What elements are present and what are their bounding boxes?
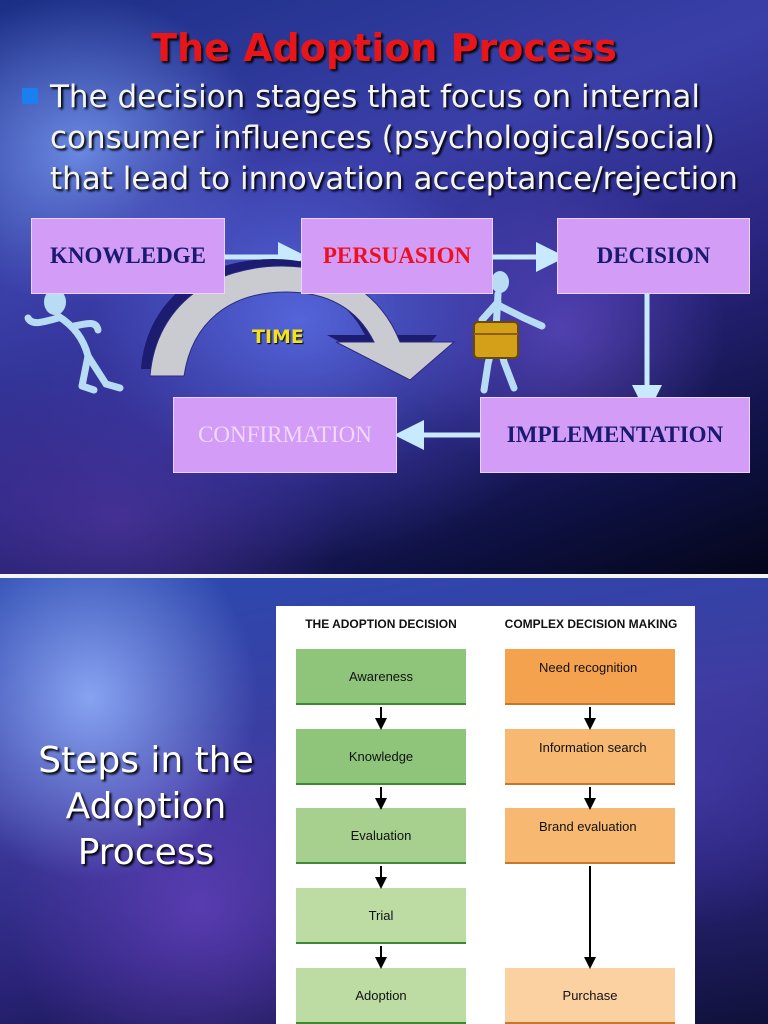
step-brand-evaluation: Brand evaluation	[505, 808, 675, 864]
slide-divider	[0, 574, 768, 578]
thinking-person-icon	[24, 289, 124, 394]
bullet-text: The decision stages that focus on intern…	[50, 79, 738, 197]
slide-adoption-process: The Adoption Process The decision stages…	[0, 0, 768, 574]
step-awareness: Awareness	[296, 649, 466, 705]
adoption-figure: THE ADOPTION DECISION COMPLEX DECISION M…	[276, 606, 695, 1024]
stage-implementation: IMPLEMENTATION	[480, 397, 750, 473]
step-knowledge: Knowledge	[296, 729, 466, 785]
stage-confirmation: CONFIRMATION	[173, 397, 397, 473]
time-label: TIME	[252, 326, 304, 348]
step-trial: Trial	[296, 888, 466, 944]
step-purchase: Purchase	[505, 968, 675, 1024]
step-information-search: Information search	[505, 729, 675, 785]
figure-arrows	[375, 707, 596, 969]
step-evaluation: Evaluation	[296, 808, 466, 864]
adoption-decision-heading: THE ADOPTION DECISION	[305, 617, 457, 631]
stage-decision: DECISION	[557, 218, 750, 294]
stage-knowledge: KNOWLEDGE	[31, 218, 225, 294]
slide-title: The Adoption Process	[151, 26, 617, 70]
stage-persuasion: PERSUASION	[301, 218, 493, 294]
slide-title: Steps in the Adoption Process	[38, 740, 254, 873]
step-adoption: Adoption	[296, 968, 466, 1024]
slide-steps: Steps in the Adoption Process THE ADOPTI…	[0, 578, 768, 1024]
complex-decision-heading: COMPLEX DECISION MAKING	[504, 617, 678, 631]
step-need-recognition: Need recognition	[505, 649, 675, 705]
briefcase-icon	[473, 321, 519, 359]
bullet-square-icon	[22, 88, 38, 104]
